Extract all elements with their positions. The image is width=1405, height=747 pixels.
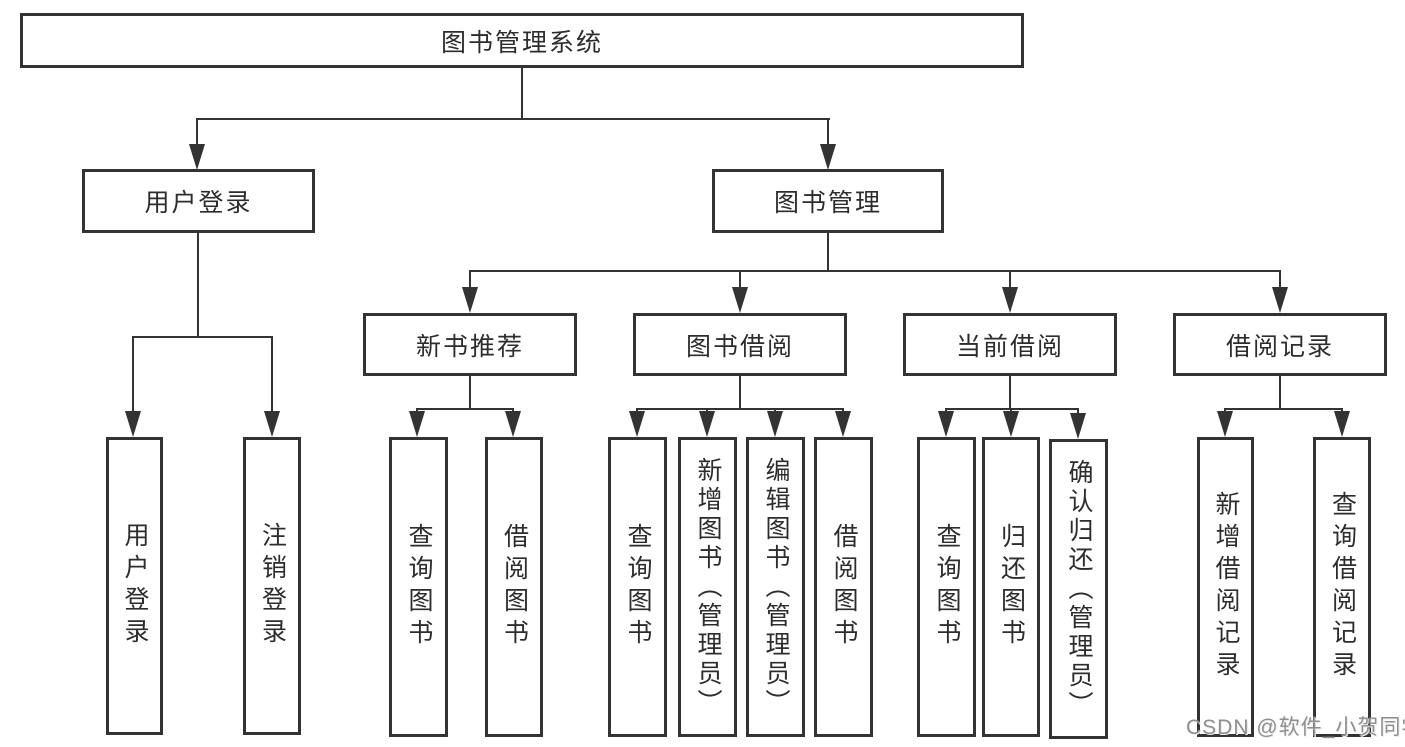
node-label: 新书推荐 <box>415 332 524 361</box>
leaf-add-borrow-record: 新增借阅记录 <box>1197 437 1254 737</box>
node-label: 图书管理系统 <box>440 28 603 57</box>
arrowhead-down-icon <box>732 287 748 313</box>
connector-line <box>827 233 829 270</box>
arrowhead-down-icon <box>820 144 836 170</box>
connector-line <box>132 336 134 413</box>
node-label: 查询图书 <box>624 523 652 651</box>
arrowhead-down-icon <box>1003 411 1019 437</box>
node-label: 借阅图书 <box>830 523 858 651</box>
connector-line <box>1009 270 1011 288</box>
arrowhead-down-icon <box>767 411 783 437</box>
node-library-management-system: 图书管理系统 <box>20 13 1024 68</box>
connector-line <box>469 270 471 288</box>
node-label: 查询借阅记录 <box>1328 491 1357 683</box>
leaf-query-borrow-record: 查询借阅记录 <box>1313 437 1371 737</box>
node-borrowing-records: 借阅记录 <box>1173 313 1387 376</box>
connector-line <box>416 408 514 410</box>
connector-line <box>469 376 471 408</box>
node-label: 用户登录 <box>144 189 253 217</box>
leaf-add-book-admin: 新增图书（管理员） <box>678 437 737 737</box>
connector-line <box>196 118 830 120</box>
arrowhead-down-icon <box>629 411 645 437</box>
node-book-management: 图书管理 <box>712 169 944 233</box>
arrowhead-down-icon <box>1002 287 1018 313</box>
connector-line <box>521 68 523 118</box>
arrowhead-down-icon <box>264 411 280 437</box>
connector-line <box>469 270 1281 272</box>
arrowhead-down-icon <box>462 287 478 313</box>
leaf-query-book-recommend: 查询图书 <box>389 437 448 737</box>
connector-line <box>739 270 741 288</box>
node-user-login: 用户登录 <box>82 169 315 233</box>
arrowhead-down-icon <box>189 144 205 170</box>
leaf-query-book-current: 查询图书 <box>917 437 976 737</box>
node-label: 注销登录 <box>258 522 287 650</box>
connector-line <box>197 233 199 336</box>
arrowhead-down-icon <box>835 411 851 437</box>
leaf-borrow-book: 借阅图书 <box>814 437 873 737</box>
connector-line <box>196 118 198 146</box>
node-label: 查询图书 <box>933 523 961 651</box>
arrowhead-down-icon <box>505 411 521 437</box>
arrowhead-down-icon <box>699 411 715 437</box>
leaf-confirm-return-admin: 确认归还（管理员） <box>1049 439 1108 739</box>
connector-line <box>1224 408 1343 410</box>
node-label: 借阅图书 <box>500 523 529 651</box>
leaf-query-book-borrowing: 查询图书 <box>608 437 667 737</box>
node-label: 图书借阅 <box>685 332 794 361</box>
connector-line <box>271 336 273 413</box>
csdn-watermark: CSDN @软件_小贺同学 <box>1186 716 1405 739</box>
connector-line <box>132 336 273 338</box>
arrowhead-down-icon <box>125 411 141 437</box>
connector-line <box>739 376 741 408</box>
connector-line <box>636 408 844 410</box>
arrowhead-down-icon <box>1334 411 1350 437</box>
connector-line <box>1279 376 1281 408</box>
connector-line <box>1009 376 1011 408</box>
node-label: 新增借阅记录 <box>1212 491 1240 683</box>
node-label: 确认归还（管理员） <box>1065 458 1093 720</box>
connector-line <box>945 408 1079 410</box>
arrowhead-down-icon <box>1272 287 1288 313</box>
arrowhead-down-icon <box>1217 411 1233 437</box>
connector-line <box>1077 408 1079 416</box>
node-label: 借阅记录 <box>1225 332 1334 361</box>
node-label: 编辑图书（管理员） <box>762 456 790 718</box>
leaf-user-login: 用户登录 <box>106 437 163 735</box>
node-book-borrowing: 图书借阅 <box>633 313 847 376</box>
node-label: 图书管理 <box>773 189 882 217</box>
node-label: 归还图书 <box>997 523 1026 651</box>
node-label: 新增图书（管理员） <box>694 456 722 718</box>
node-current-borrowing: 当前借阅 <box>903 313 1117 376</box>
leaf-borrow-book-recommend: 借阅图书 <box>485 437 543 737</box>
connector-line <box>1279 270 1281 288</box>
leaf-return-book: 归还图书 <box>982 437 1040 737</box>
node-new-book-recommend: 新书推荐 <box>363 313 577 376</box>
arrowhead-down-icon <box>938 411 954 437</box>
arrowhead-down-icon <box>409 411 425 437</box>
arrowhead-down-icon <box>1070 413 1086 439</box>
node-label: 当前借阅 <box>955 332 1064 361</box>
leaf-logout: 注销登录 <box>243 437 301 735</box>
leaf-edit-book-admin: 编辑图书（管理员） <box>746 437 805 737</box>
node-label: 用户登录 <box>121 522 149 650</box>
connector-line <box>827 118 829 146</box>
node-label: 查询图书 <box>405 523 433 651</box>
